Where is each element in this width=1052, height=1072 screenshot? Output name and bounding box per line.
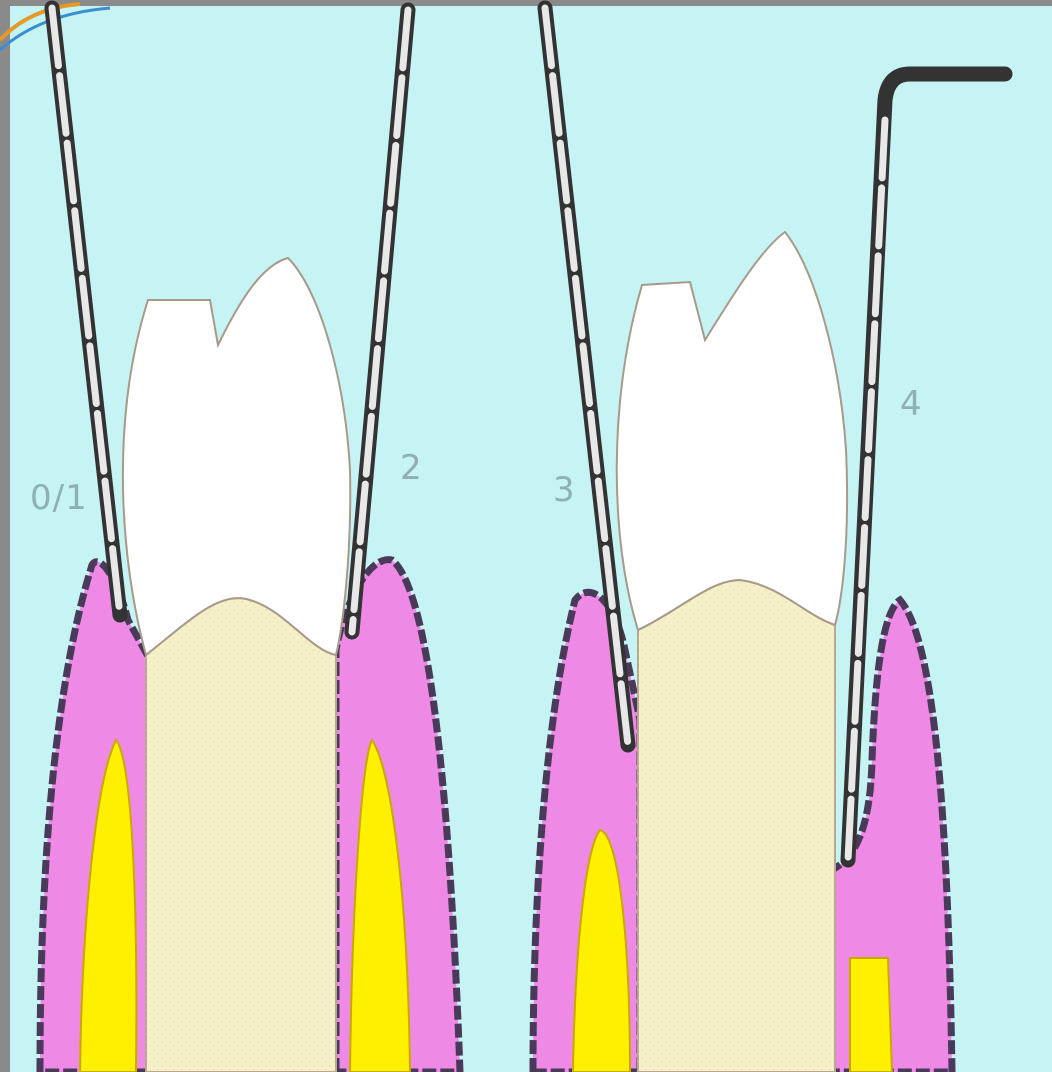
bone-right-b [850,958,892,1072]
probe-label-1: 0/1 [30,478,88,518]
probe-label-3: 3 [553,470,576,510]
enamel-left [123,258,350,655]
probe-label-2: 2 [400,448,423,488]
probe-label-4: 4 [900,384,923,424]
